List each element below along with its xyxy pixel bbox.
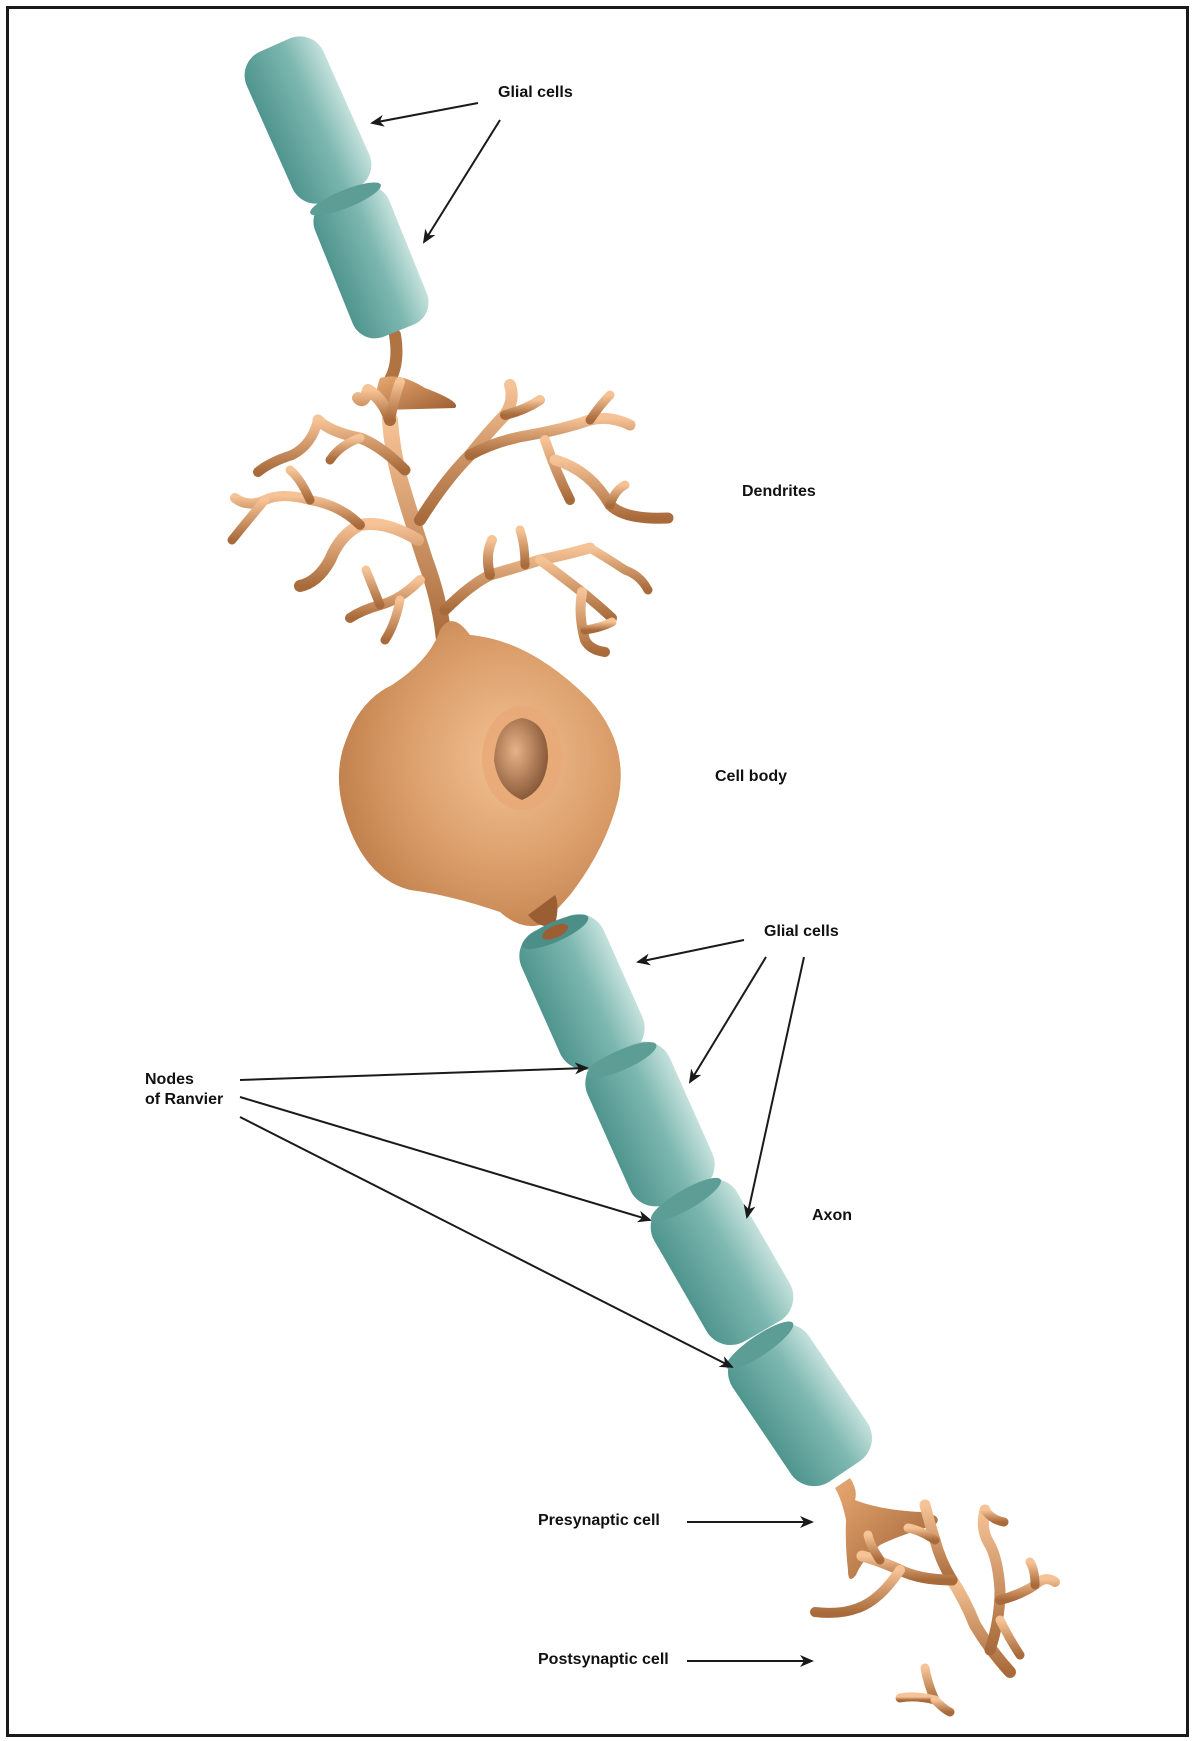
axon — [510, 904, 883, 1497]
cell-body — [339, 621, 621, 926]
arrow-glial-mid-1 — [638, 940, 744, 962]
label-glial-cells-top: Glial cells — [498, 83, 573, 103]
upstream-axon — [236, 28, 456, 410]
arrow-node-1 — [240, 1068, 587, 1080]
label-glial-cells-mid: Glial cells — [764, 922, 839, 942]
label-axon: Axon — [812, 1206, 852, 1226]
arrow-glial-mid-3 — [747, 957, 804, 1217]
glial-cell-top-1 — [236, 28, 379, 212]
label-nodes-line1: Nodes — [145, 1070, 194, 1090]
label-dendrites: Dendrites — [742, 482, 816, 502]
glial-cell-top-2 — [305, 176, 436, 346]
arrow-node-2 — [240, 1097, 650, 1220]
dendrite-tree — [232, 382, 668, 652]
label-presynaptic-cell: Presynaptic cell — [538, 1511, 660, 1531]
arrow-glial-mid-2 — [690, 957, 766, 1082]
arrow-glial-top-1 — [372, 103, 478, 123]
label-nodes-line2: of Ranvier — [145, 1090, 223, 1110]
arrow-glial-top-2 — [424, 120, 500, 242]
label-cell-body: Cell body — [715, 767, 787, 787]
label-postsynaptic-cell: Postsynaptic cell — [538, 1650, 669, 1670]
